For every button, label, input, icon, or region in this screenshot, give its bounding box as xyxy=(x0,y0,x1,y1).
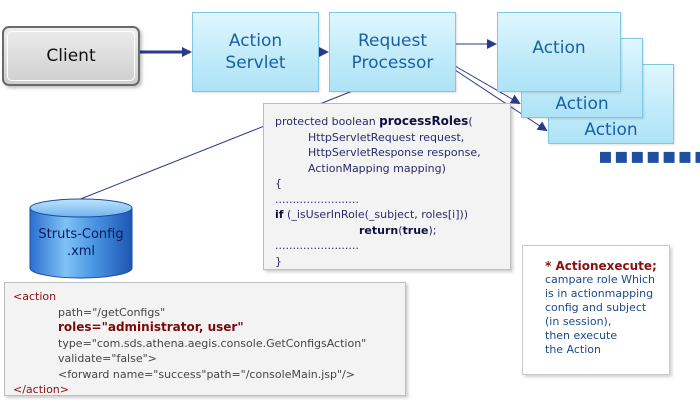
note-title: * Actionexecute; xyxy=(545,259,657,273)
code-open-paren: ( xyxy=(468,115,473,128)
note-line: the Action xyxy=(545,343,601,356)
struts-config-database-icon xyxy=(29,198,133,279)
client-box: Client xyxy=(2,26,140,86)
action-box-1: Action xyxy=(497,12,621,92)
code-return-end: ); xyxy=(428,223,437,237)
note-line: is in actionmapping xyxy=(545,287,654,300)
code-method-name: processRoles xyxy=(379,114,469,128)
client-label: Client xyxy=(46,46,96,66)
action-label-3: Action xyxy=(584,120,638,140)
note-line: (in session), xyxy=(545,315,612,328)
code-ellipsis-2: ........................ xyxy=(275,239,359,252)
action-execute-note: * Actionexecute; campare role Which is i… xyxy=(522,245,670,375)
db-label-line2: .xml xyxy=(66,244,96,259)
more-actions-indicator: ▪▪▪▪▪▪▪▪ xyxy=(598,144,700,169)
xml-action-open: <action xyxy=(13,290,57,303)
request-processor-box: Request Processor xyxy=(329,12,456,92)
arrow-processor-to-action2 xyxy=(454,65,521,105)
processor-line2: Processor xyxy=(351,53,434,73)
code-param-request: HttpServletRequest request, xyxy=(308,130,465,144)
code-if-condition: (_isUserInRole(_subject, roles[i])) xyxy=(283,208,469,221)
code-ellipsis-1: ........................ xyxy=(275,192,359,206)
action-servlet-box: Action Servlet xyxy=(192,12,319,92)
struts-config-label: Struts-Config .xml xyxy=(28,226,134,260)
xml-validate-attr: validate="false"> xyxy=(58,352,157,365)
xml-path-attr: path="/getConfigs" xyxy=(58,305,166,319)
servlet-line1: Action xyxy=(228,31,283,51)
note-line: campare role Which xyxy=(545,273,656,286)
action-label-1: Action xyxy=(532,38,586,58)
code-open-brace: { xyxy=(275,177,282,190)
note-line: config and subject xyxy=(545,301,647,314)
action-label-2: Action xyxy=(555,94,609,114)
note-line: then execute xyxy=(545,329,618,342)
servlet-line2: Servlet xyxy=(225,53,286,73)
code-param-mapping: ActionMapping mapping) xyxy=(308,161,446,175)
xml-action-close: </action> xyxy=(13,383,69,396)
code-modifiers: protected boolean xyxy=(275,115,380,128)
code-param-response: HttpServletResponse response, xyxy=(308,146,481,159)
action-mapping-xml: <action path="/getConfigs" roles="admini… xyxy=(4,282,406,396)
code-true-literal: true xyxy=(402,223,429,237)
code-if-keyword: if xyxy=(275,208,284,221)
process-roles-code: protected boolean processRoles( HttpServ… xyxy=(263,103,511,270)
code-return-keyword: return xyxy=(359,223,399,237)
xml-type-attr: type="com.sds.athena.aegis.console.GetCo… xyxy=(58,336,367,350)
db-label-line1: Struts-Config xyxy=(38,227,124,242)
processor-line1: Request xyxy=(357,31,428,51)
xml-forward-tag: <forward name="success"path="/consoleMai… xyxy=(58,367,355,381)
code-return-paren: ( xyxy=(398,223,403,237)
arrow-processor-to-action3 xyxy=(454,69,548,132)
code-close-brace: } xyxy=(275,254,282,268)
xml-roles-attr: roles="administrator, user" xyxy=(58,320,244,334)
